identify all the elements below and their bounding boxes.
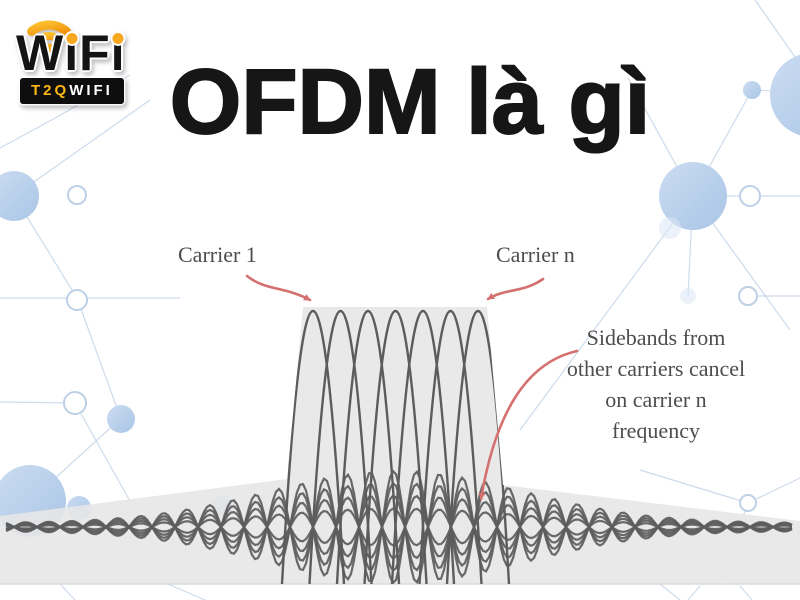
wifi-signal-icon <box>27 20 71 54</box>
brand-badge: T2QWIFI <box>20 78 124 104</box>
sidebands-note: Sidebands from other carriers cancel on … <box>566 325 746 443</box>
carrier-lobes <box>280 309 511 584</box>
badge-t2q-text: T2Q <box>31 82 70 99</box>
page-title: OFDM là gì <box>169 50 651 154</box>
carrier-1-label: Carrier 1 <box>178 242 257 267</box>
sidebands-cancel-arrow <box>478 349 579 501</box>
carrier-1-arrow <box>245 274 312 302</box>
carrier-n-arrow <box>486 277 545 301</box>
carrier-n-label: Carrier n <box>496 242 575 267</box>
i-dot-icon <box>112 33 124 44</box>
badge-wifi-text: WIFI <box>69 82 113 99</box>
spectrum-band <box>0 307 800 584</box>
annotation-arrows <box>245 274 579 501</box>
i-dot-icon <box>66 33 78 44</box>
